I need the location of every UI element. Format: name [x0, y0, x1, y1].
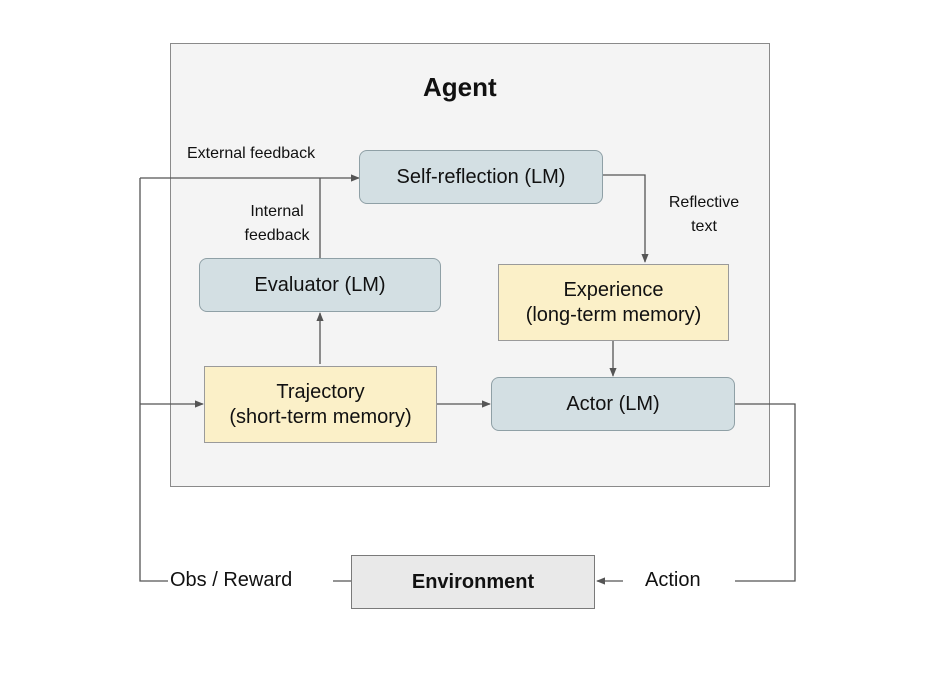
trajectory-title: Trajectory — [276, 380, 365, 403]
reflective-text-line-2: text — [691, 218, 717, 235]
reflective-text-label: Reflective text — [659, 191, 749, 239]
obs-reward-line — [139, 178, 168, 582]
reflective-text-line-1: Reflective — [668, 194, 740, 211]
internal-feedback-label: Internal feedback — [236, 200, 318, 248]
agent-title: Agent — [423, 72, 497, 102]
actor-node: Actor (LM) — [491, 377, 735, 431]
internal-feedback-line-2: feedback — [244, 227, 310, 244]
evaluator-label: Evaluator (LM) — [254, 273, 386, 296]
trajectory-node: Trajectory (short-term memory) — [204, 366, 437, 443]
experience-node: Experience (long-term memory) — [498, 264, 729, 341]
actor-label: Actor (LM) — [566, 392, 660, 415]
action-label: Action — [645, 569, 701, 591]
reflective-text-arrow — [602, 174, 649, 263]
environment-label: Environment — [411, 570, 535, 593]
external-feedback-label: External feedback — [187, 145, 316, 162]
evaluator-node: Evaluator (LM) — [199, 258, 441, 312]
environment-node: Environment — [351, 555, 595, 609]
trajectory-subtitle: (short-term memory) — [229, 405, 412, 428]
experience-title: Experience — [563, 278, 664, 301]
action-line — [734, 403, 796, 582]
internal-feedback-line-1: Internal — [250, 203, 304, 220]
obs-reward-label: Obs / Reward — [170, 569, 293, 591]
experience-subtitle: (long-term memory) — [525, 303, 702, 326]
self-reflection-label: Self-reflection (LM) — [396, 165, 566, 188]
self-reflection-node: Self-reflection (LM) — [359, 150, 603, 204]
